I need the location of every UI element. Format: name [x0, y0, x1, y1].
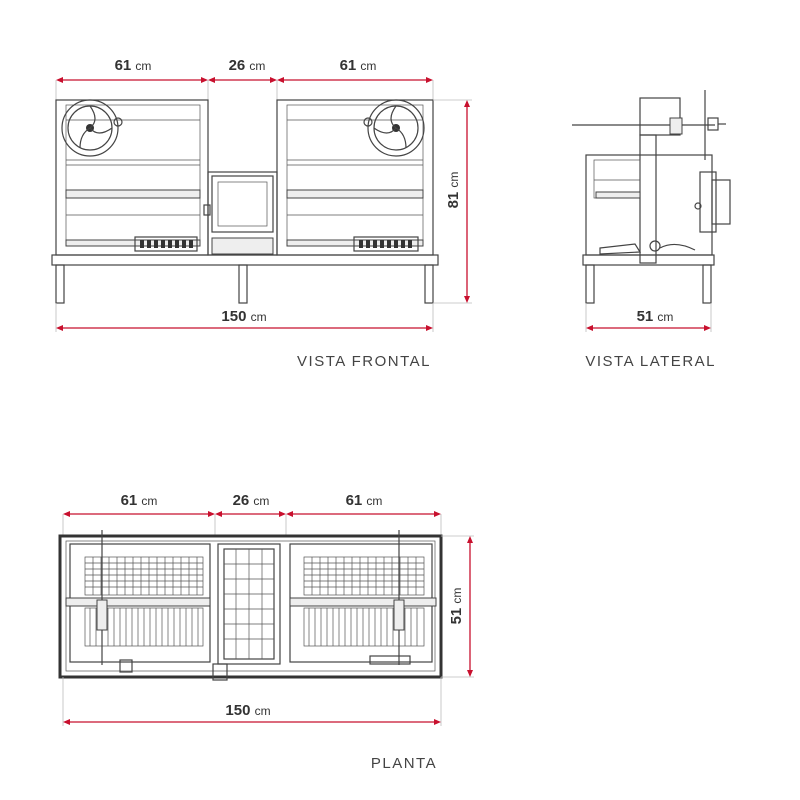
plan-dim-depth: 51 cm [441, 535, 474, 678]
front-middle-width-label: 26 cm [229, 57, 266, 74]
side-machine [572, 90, 731, 304]
plan-machine [58, 530, 443, 681]
plan-dim-left: 61 cm [62, 492, 215, 540]
front-dim-total: 150 cm [55, 303, 434, 332]
leg [424, 264, 434, 304]
plan-dim-right: 61 cm [285, 492, 442, 540]
handwheel-icon [367, 99, 425, 157]
plan-dim-middle: 26 cm [214, 492, 286, 540]
leg [585, 264, 595, 304]
plan-right-width-label: 61 cm [346, 492, 383, 509]
plan-depth-label: 51 cm [448, 588, 465, 625]
side-view-label: VISTA LATERAL [585, 353, 716, 370]
plan-dim-total: 150 cm [62, 677, 442, 726]
plan-total-width-label: 150 cm [225, 702, 270, 719]
plan-left-width-label: 61 cm [121, 492, 158, 509]
front-height-label: 81 cm [445, 172, 462, 209]
plan-view: 61 cm 26 cm 61 cm [58, 492, 474, 772]
front-dim-left: 61 cm [56, 57, 208, 83]
rotisserie-rack [134, 236, 198, 252]
plan-view-label: PLANTA [371, 755, 437, 772]
front-dim-height: 81 cm [433, 99, 472, 304]
front-dim-middle: 26 cm [208, 57, 277, 83]
handwheel-icon [61, 99, 119, 157]
front-dim-right: 61 cm [277, 57, 433, 83]
leg [702, 264, 712, 304]
front-total-width-label: 150 cm [221, 308, 266, 325]
side-dim-depth: 51 cm [585, 303, 712, 332]
front-left-width-label: 61 cm [115, 57, 152, 74]
leg [55, 264, 65, 304]
plan-middle-width-label: 26 cm [233, 492, 270, 509]
front-machine [51, 99, 439, 304]
leg [238, 264, 248, 304]
front-view: 61 cm 26 cm 61 cm [51, 57, 472, 370]
front-view-label: VISTA FRONTAL [297, 353, 431, 370]
side-depth-label: 51 cm [637, 308, 674, 325]
side-view: 51 cm VISTA LATERAL [572, 90, 731, 370]
front-right-width-label: 61 cm [340, 57, 377, 74]
rotisserie-rack [353, 236, 419, 252]
